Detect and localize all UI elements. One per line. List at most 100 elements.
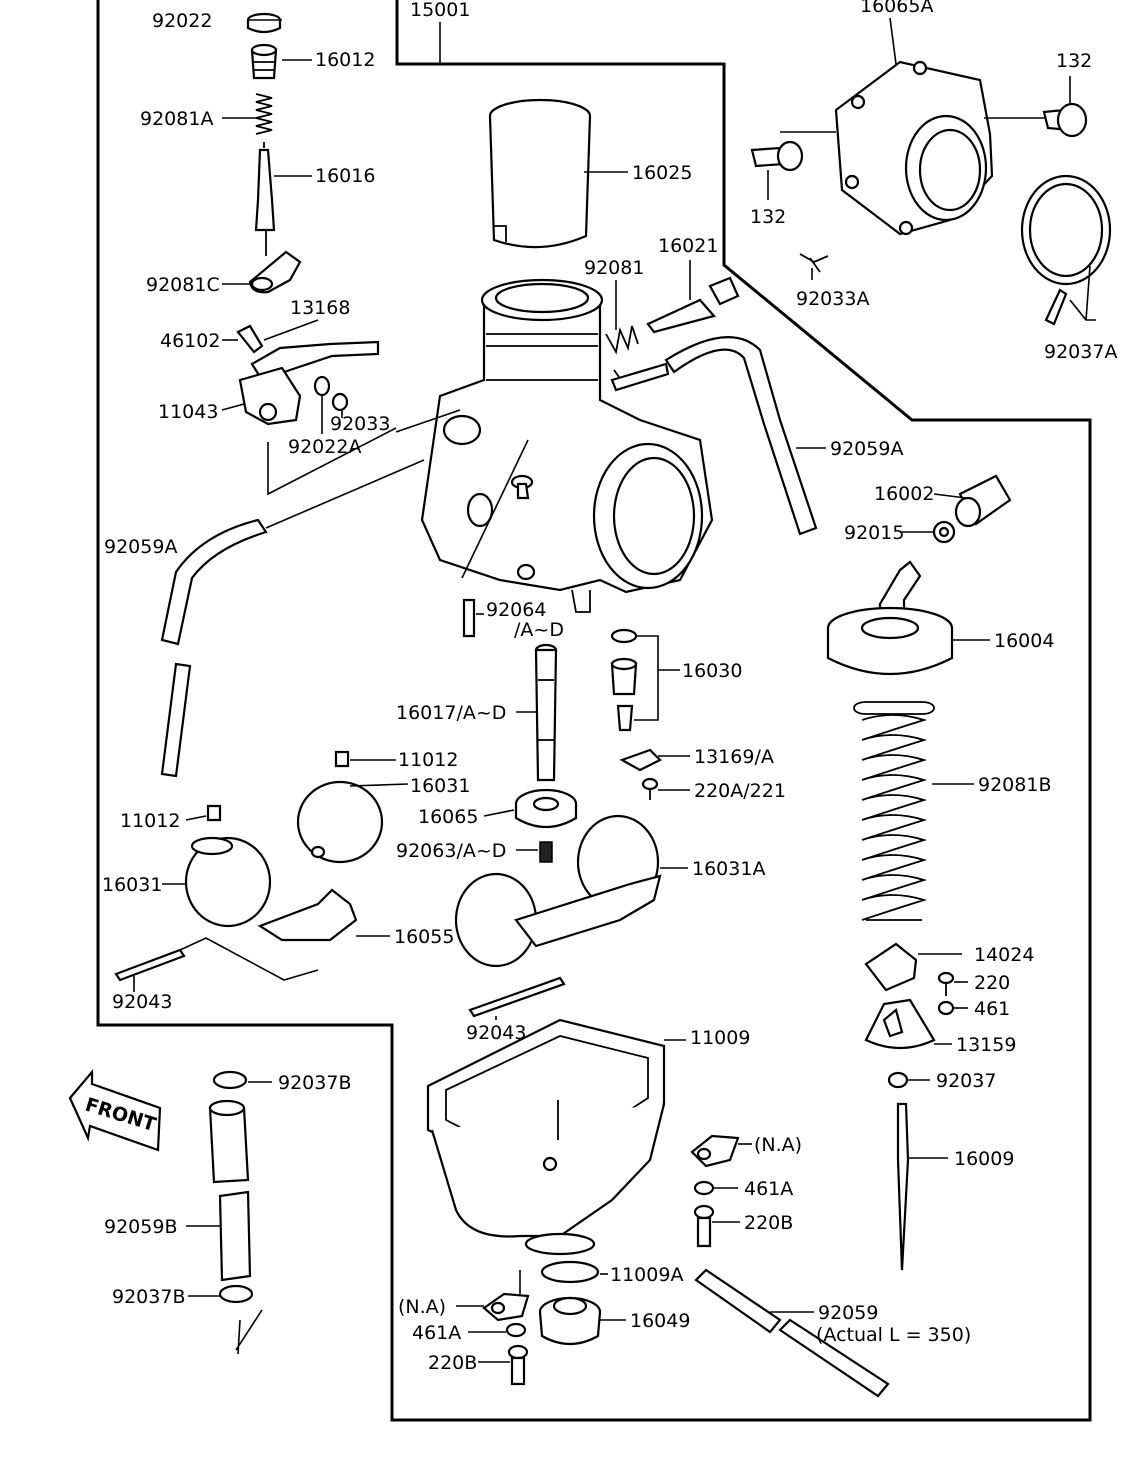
part-92081C-plate <box>248 250 302 294</box>
part-NA-plate-right <box>690 1134 740 1168</box>
part-92043-pin-b <box>468 976 566 1018</box>
part-11009A-o-ring <box>540 1260 600 1284</box>
part-16031-float-a <box>296 780 384 864</box>
label-16025: 16025 <box>632 162 692 184</box>
part-92043-pin-a <box>114 937 319 982</box>
label-16004: 16004 <box>994 630 1054 652</box>
label-16031A: 16031A <box>692 858 765 880</box>
label-461A-right: 461A <box>744 1178 793 1200</box>
label-92064: 92064 <box>486 599 546 621</box>
part-461-washer <box>937 1000 955 1016</box>
part-16025-throttle-slide <box>488 98 592 249</box>
label-16065A: 16065A <box>860 0 933 17</box>
label-92059A-right: 92059A <box>830 438 903 460</box>
label-92059: 92059 <box>818 1302 878 1324</box>
part-15001-carb-body <box>420 278 714 613</box>
part-92037B-clip-bottom <box>218 1284 263 1355</box>
label-a-d: /A~D <box>514 619 564 641</box>
label-11009A: 11009A <box>610 1264 683 1286</box>
part-92081A-spring <box>255 93 273 135</box>
label-11043: 11043 <box>158 401 218 423</box>
part-11009-float-bowl <box>426 1018 666 1256</box>
label-92037A: 92037A <box>1044 341 1117 363</box>
label-220A: 220A/221 <box>694 780 786 802</box>
label-16002: 16002 <box>874 483 934 505</box>
label-92022: 92022 <box>152 10 212 32</box>
part-92059A-hose-left <box>160 518 268 646</box>
label-16031-a: 16031 <box>410 775 470 797</box>
label-15001: 15001 <box>410 0 470 21</box>
label-132-left: 132 <box>750 206 786 228</box>
label-na-left: (N.A) <box>398 1296 446 1318</box>
part-92059B-hose <box>208 1099 252 1282</box>
label-16009: 16009 <box>954 1148 1014 1170</box>
part-16049-drain-plug <box>538 1296 602 1346</box>
part-220B-screw-left <box>507 1344 529 1386</box>
label-16016: 16016 <box>315 165 375 187</box>
part-11012-pin-b <box>206 804 222 822</box>
part-92081-spring <box>605 325 639 355</box>
part-92081B-spring <box>853 701 935 921</box>
part-92015-nut <box>932 520 956 544</box>
part-92059A-hose-right <box>664 336 818 536</box>
label-46102: 46102 <box>160 330 220 352</box>
part-461A-washer-right <box>693 1180 715 1196</box>
part-92064-jet <box>462 598 476 638</box>
label-92037B-top: 92037B <box>278 1072 351 1094</box>
part-16017-needle-jet <box>534 643 558 782</box>
label-461: 461 <box>974 998 1010 1020</box>
part-132-bolt-left <box>750 140 804 172</box>
part-92037B-clip-top <box>212 1070 248 1090</box>
label-16031-b: 16031 <box>102 874 162 896</box>
part-92037A-clamp <box>1020 174 1112 326</box>
part-220B-screw-right <box>693 1204 715 1248</box>
label-92081C: 92081C <box>146 274 220 296</box>
part-13159-holder <box>864 998 936 1050</box>
label-92043-b: 92043 <box>466 1022 526 1044</box>
label-92081: 92081 <box>584 257 644 279</box>
label-461A-left: 461A <box>412 1322 461 1344</box>
label-actual-length: (Actual L = 350) <box>816 1324 971 1346</box>
label-11012-a: 11012 <box>398 749 458 771</box>
label-16049: 16049 <box>630 1310 690 1332</box>
part-92063-main-jet <box>539 841 553 863</box>
part-16030-float-valve <box>610 628 659 732</box>
part-16065-float-valve-seat <box>514 788 578 828</box>
label-132-right: 132 <box>1056 50 1092 72</box>
part-labels: 92022 16012 92081A 16016 92081C 13168 46… <box>102 0 1117 1374</box>
front-arrow: FRONT <box>68 1068 162 1152</box>
label-11009: 11009 <box>690 1027 750 1049</box>
label-220B-left: 220B <box>428 1352 477 1374</box>
part-16065A-intake-holder <box>834 60 994 236</box>
label-92033A: 92033A <box>796 288 869 310</box>
label-13168: 13168 <box>290 297 350 319</box>
label-92037B-bottom: 92037B <box>112 1286 185 1308</box>
label-92063: 92063/A~D <box>396 840 506 862</box>
part-92022-cap <box>246 12 282 34</box>
part-16002-cap-nut <box>954 474 1012 528</box>
label-16017: 16017/A~D <box>396 702 506 724</box>
part-132-bolt-right <box>1042 102 1088 138</box>
part-14024-clip <box>864 942 918 992</box>
part-461A-washer-left <box>505 1322 527 1338</box>
label-92059A-left: 92059A <box>104 536 177 558</box>
part-NA-plate-left <box>482 1292 530 1322</box>
part-16021-screw <box>646 276 740 334</box>
label-220: 220 <box>974 972 1010 994</box>
part-92022A-washer <box>313 375 331 397</box>
assembly-boundary <box>96 0 1092 1422</box>
part-92037-clip <box>887 1071 909 1089</box>
label-92081B: 92081B <box>978 774 1051 796</box>
label-92043-a: 92043 <box>112 991 172 1013</box>
label-92033: 92033 <box>330 413 390 435</box>
leader-lines <box>133 17 1071 1363</box>
part-220-screw <box>937 971 955 996</box>
label-16012: 16012 <box>315 49 375 71</box>
label-16030: 16030 <box>682 660 742 682</box>
part-11012-pin-a <box>334 750 350 768</box>
part-16031-float-b <box>184 836 272 928</box>
part-13169-plate <box>619 748 662 772</box>
part-46102-screw <box>236 324 264 354</box>
part-220A-screw <box>641 777 659 800</box>
